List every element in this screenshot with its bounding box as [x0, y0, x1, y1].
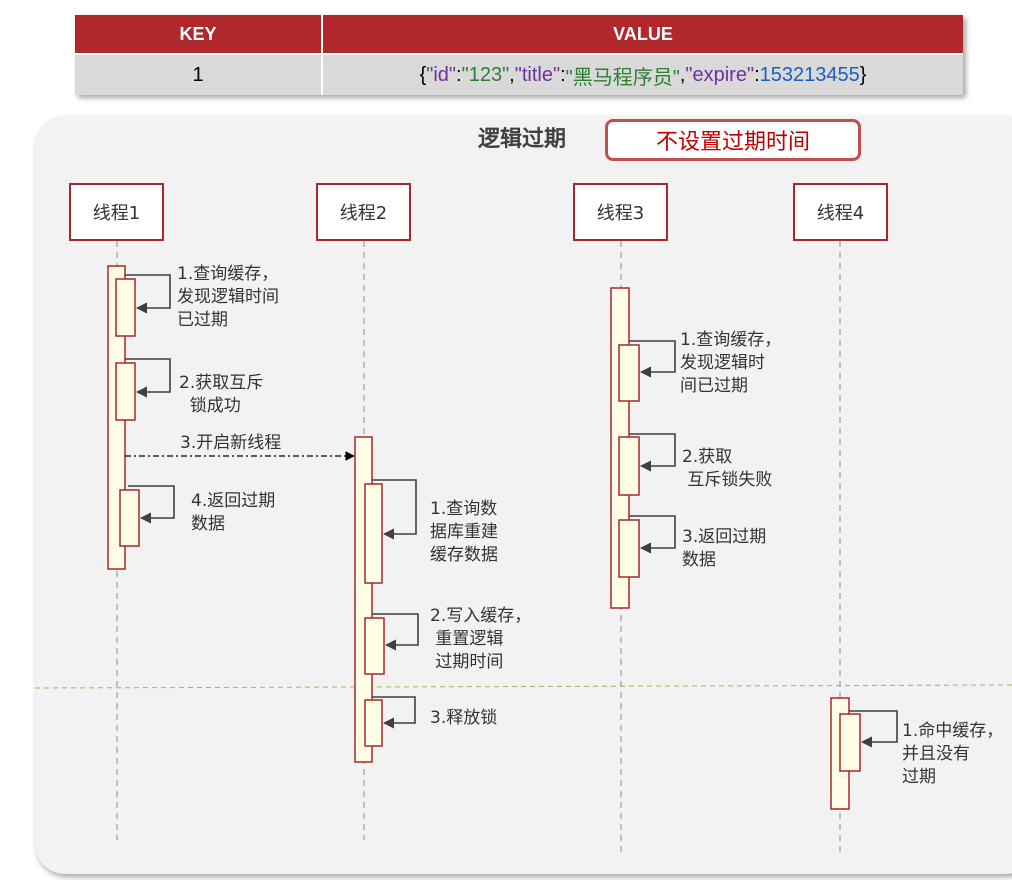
value-token: "title" [514, 63, 561, 86]
activation-t1-step1 [115, 278, 136, 337]
note-t1-step4: 4.返回过期 数据 [191, 491, 276, 534]
value-token: , [509, 63, 515, 86]
thread4-box: 线程4 [793, 183, 888, 241]
value-token: , [679, 63, 686, 86]
table-row: 1 {"id":"123","title":"黑马程序员","expire":1… [75, 53, 963, 95]
arrow-t1-step1 [125, 274, 171, 314]
value-token: 153213455 [759, 63, 860, 86]
arrow-t1-step2 [125, 358, 171, 398]
activation-t4-step1 [839, 713, 861, 772]
arrow-t2-step3 [372, 696, 416, 729]
value-header: VALUE [613, 23, 673, 44]
value-token: "123" [461, 63, 510, 86]
panel-title: 逻辑过期 [478, 127, 567, 152]
thread1-box: 线程1 [69, 183, 164, 241]
key-value-table: KEY VALUE 1 {"id":"123","title":"黑马程序员",… [75, 15, 963, 95]
activation-t1-step2 [115, 362, 136, 421]
activation-t3-step1 [618, 344, 640, 402]
phase-separator [34, 684, 1012, 689]
note-t2-step1: 1.查询数 据库重建 缓存数据 [430, 499, 498, 565]
activation-t1-step4 [119, 489, 140, 547]
note-t3-step1: 1.查询缓存， 发现逻辑时 间已过期 [680, 330, 782, 396]
key-header: KEY [75, 15, 323, 53]
no-expire-badge: 不设置过期时间 [605, 119, 861, 161]
value-token: "id" [426, 63, 457, 86]
value-token: : [560, 63, 566, 86]
key-cell: 1 [75, 55, 323, 95]
arrow-t3-step2 [629, 433, 676, 472]
value-token: { [419, 63, 427, 86]
value-token: "expire" [685, 63, 755, 86]
arrow-t3-step3 [629, 515, 676, 554]
arrow-t3-step1 [629, 340, 676, 378]
thread2-box: 线程2 [316, 183, 411, 241]
value-token: } [859, 63, 867, 86]
arrow-t4-step1 [849, 710, 898, 748]
value-token: "黑马程序员" [565, 66, 680, 89]
thread3-box: 线程3 [573, 183, 668, 241]
value-token: : [456, 63, 462, 86]
note-t4-step1: 1.命中缓存， 并且没有 过期 [902, 721, 1004, 787]
note-t1-step3: 3.开启新线程 [180, 433, 282, 453]
arrow-t1-step4 [128, 485, 175, 524]
arrow-t2-step1 [372, 479, 417, 540]
activation-t3-step2 [618, 436, 640, 496]
note-t1-step1: 1.查询缓存， 发现逻辑时间 已过期 [177, 264, 279, 330]
note-t3-step3: 3.返回过期 数据 [682, 527, 767, 570]
note-t3-step2: 2.获取 互斥锁失败 [682, 447, 773, 490]
activation-t2-step3 [364, 699, 383, 747]
activation-t2-step2 [364, 617, 385, 675]
activation-t2-step1 [364, 483, 383, 584]
table-header-row: KEY VALUE [75, 15, 963, 53]
value-cell: {"id":"123","title":"黑马程序员","expire":153… [323, 55, 963, 95]
note-t2-step3: 3.释放锁 [430, 708, 498, 728]
note-t1-step2: 2.获取互斥 锁成功 [179, 373, 264, 416]
note-t2-step2: 2.写入缓存， 重置逻辑 过期时间 [430, 606, 532, 672]
activation-t3-step3 [618, 519, 640, 578]
value-token: : [754, 63, 760, 86]
arrow-t2-step2 [372, 613, 419, 651]
